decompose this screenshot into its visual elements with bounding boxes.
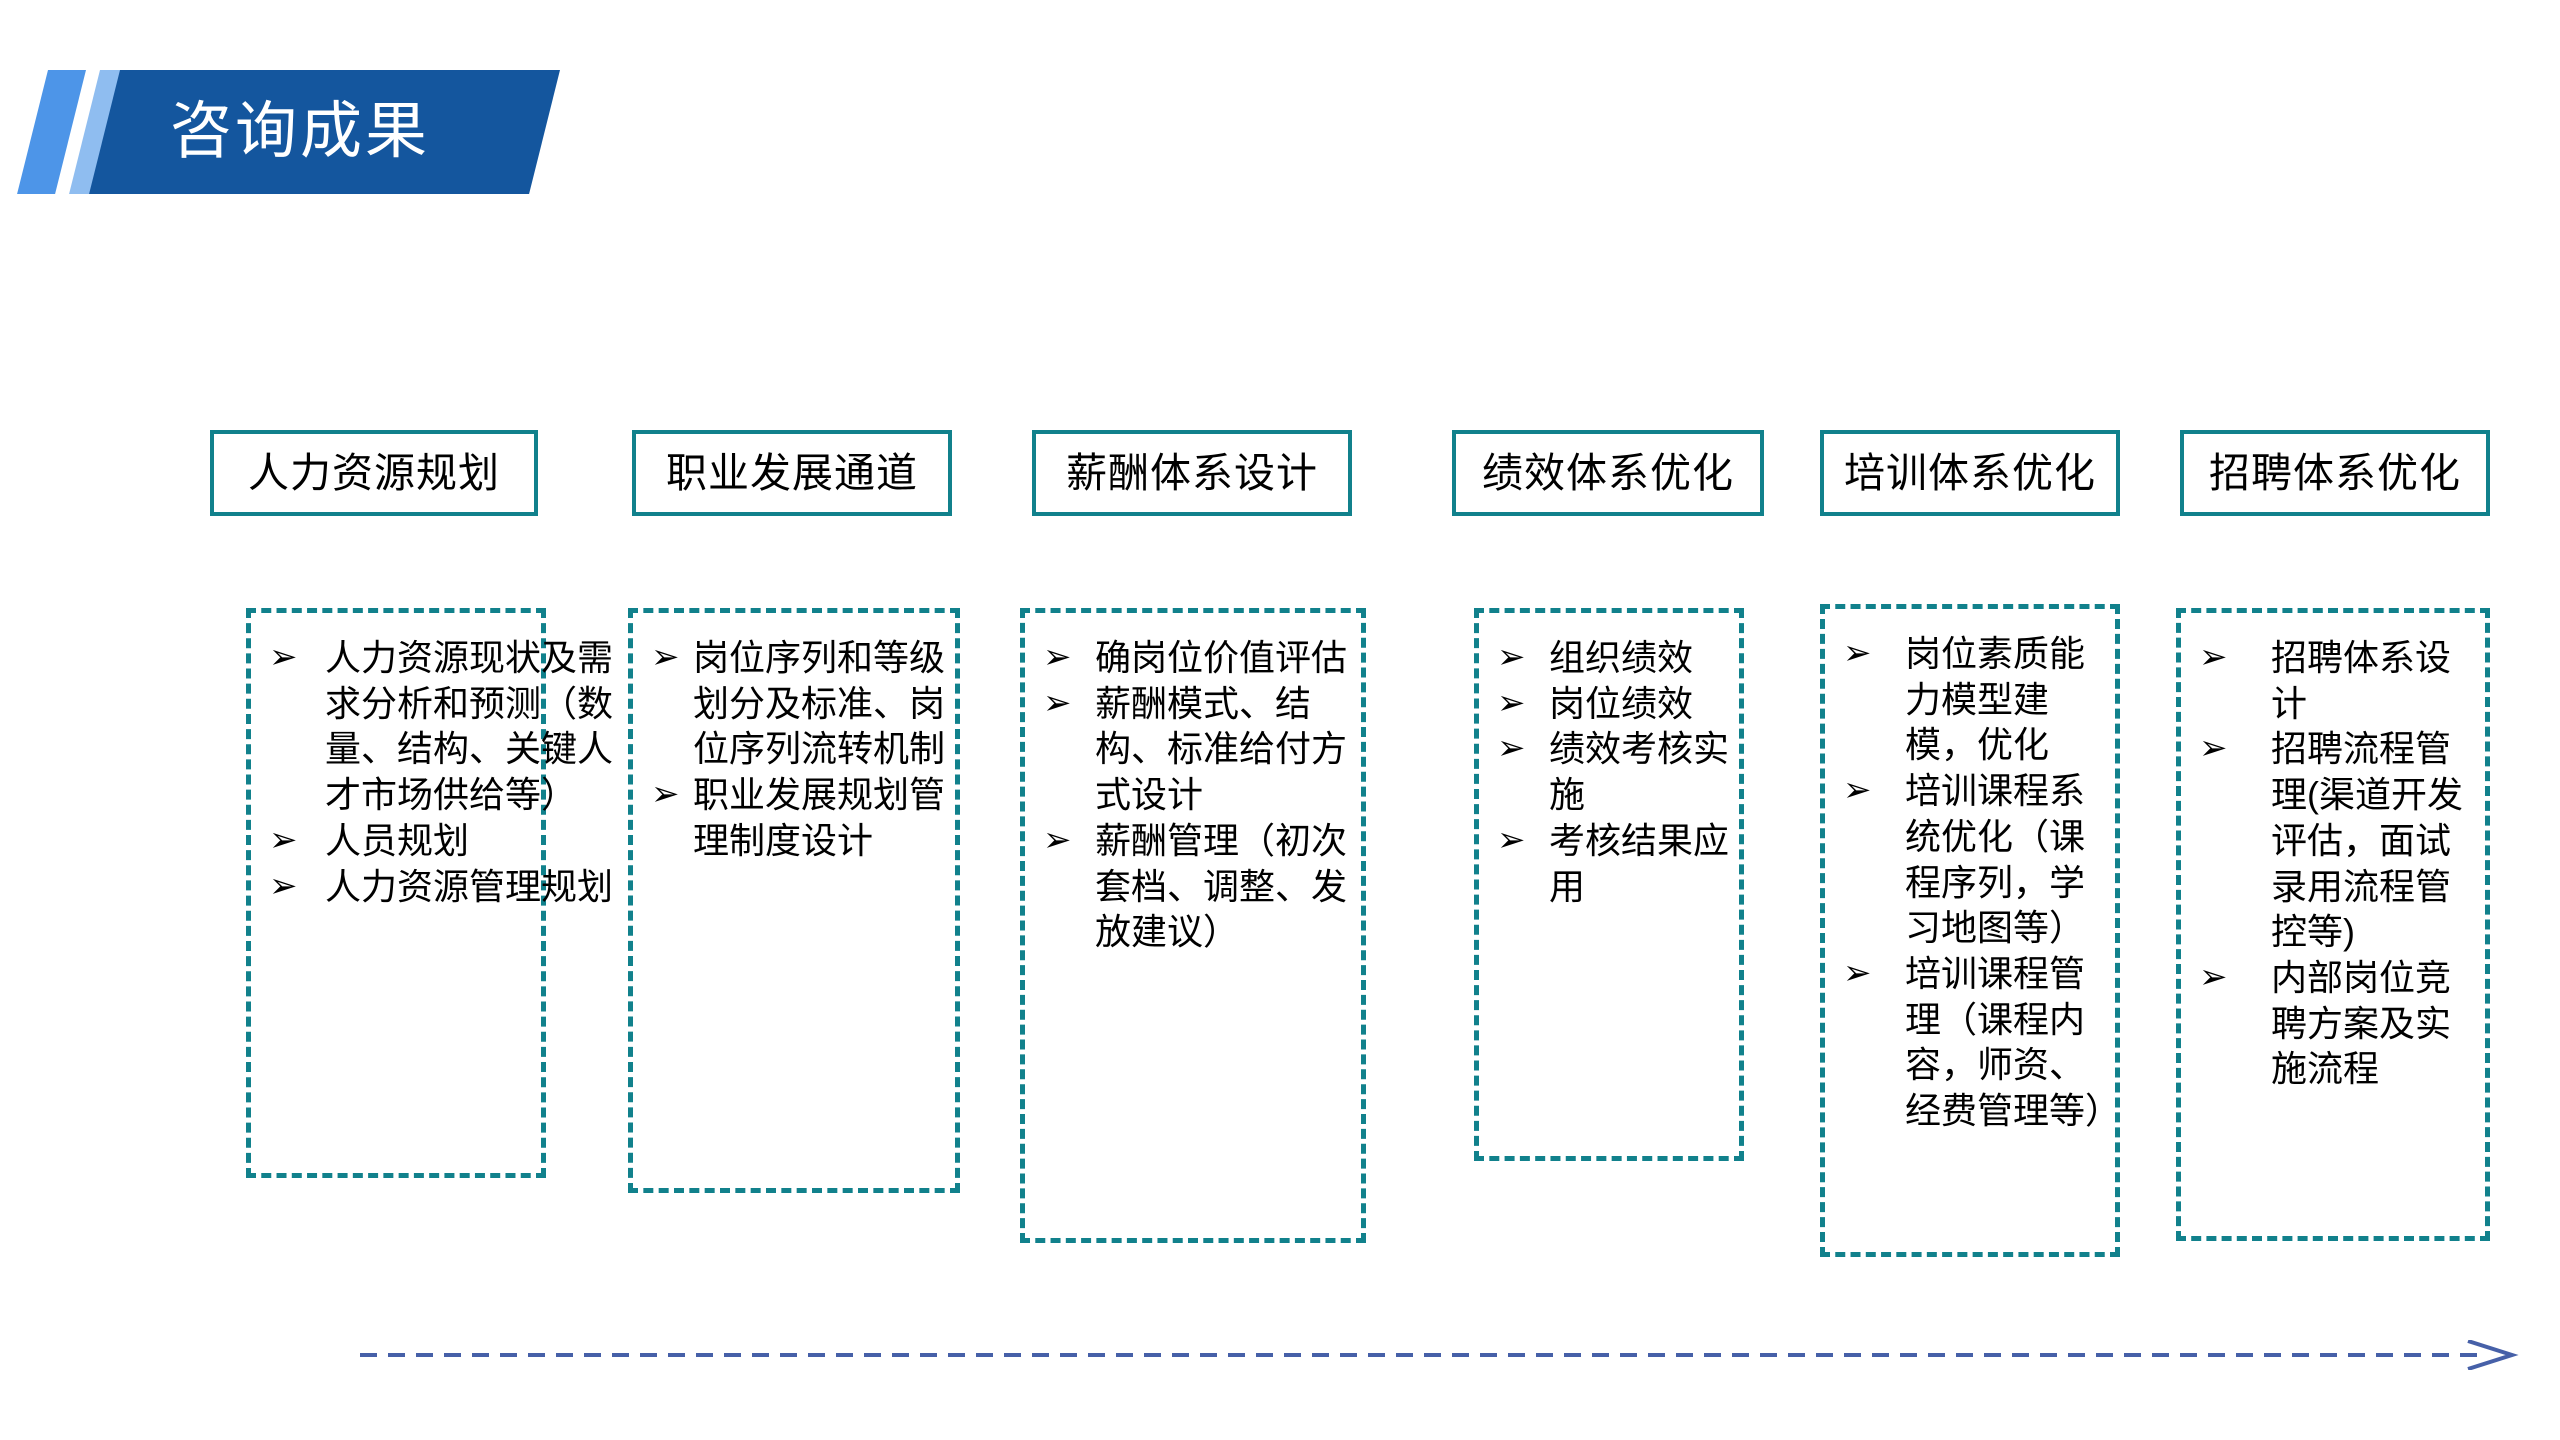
list-item: ➢ 岗位素质能力模型建模，优化	[1829, 631, 2111, 768]
list-item: ➢ 绩效考核实施	[1483, 726, 1735, 817]
arrow-bullet-icon: ➢	[651, 638, 680, 676]
list-item: ➢ 培训课程系统优化（课程序列，学习地图等）	[1829, 768, 2111, 951]
arrow-bullet-icon: ➢	[1043, 820, 1072, 859]
page-title: 咨询成果	[170, 97, 431, 166]
column-header: 薪酬体系设计	[1032, 430, 1352, 516]
arrow-bullet-icon: ➢	[2199, 729, 2228, 768]
list-item-label: 人员规划	[325, 819, 470, 861]
list-item: ➢ 岗位绩效	[1483, 681, 1735, 727]
bullet-list: ➢ 确岗位价值评估 ➢ 薪酬模式、结构、标准给付方式设计 ➢ 薪酬管理（初次套档、调整…	[1029, 635, 1357, 955]
column-body: ➢ 确岗位价值评估 ➢ 薪酬模式、结构、标准给付方式设计 ➢ 薪酬管理（初次套档、调整…	[1020, 608, 1366, 1243]
column-header: 人力资源规划	[210, 430, 538, 516]
list-item-label: 岗位序列和等级划分及标准、岗位序列流转机制	[693, 637, 946, 770]
arrow-bullet-icon: ➢	[1497, 820, 1526, 859]
arrow-bullet-icon: ➢	[269, 866, 298, 905]
bullet-list: ➢ 岗位素质能力模型建模，优化 ➢ 培训课程系统优化（课程序列，学习地图等） ➢ 培训…	[1829, 631, 2121, 1134]
list-item: ➢ 人员规划	[255, 818, 625, 864]
arrow-bullet-icon: ➢	[651, 775, 680, 814]
list-item-label: 招聘流程管理(渠道开发评估，面试录用流程管控等)	[2271, 728, 2463, 953]
list-item-label: 组织绩效	[1549, 637, 1694, 678]
column-header: 绩效体系优化	[1452, 430, 1764, 516]
arrow-bullet-icon: ➢	[1043, 683, 1072, 722]
column-career-development-path: 职业发展通道 ➢ 岗位序列和等级划分及标准、岗位序列流转机制 ➢ 职业发展规划管理制…	[628, 430, 960, 1193]
list-item-label: 人力资源管理规划	[325, 865, 614, 907]
list-item: ➢ 考核结果应用	[1483, 818, 1735, 909]
arrow-bullet-icon: ➢	[1843, 954, 1872, 993]
list-item: ➢ 培训课程管理（课程内容，师资、经费管理等）	[1829, 951, 2121, 1134]
list-item-label: 职业发展规划管理制度设计	[693, 774, 946, 861]
list-item-label: 薪酬模式、结构、标准给付方式设计	[1095, 682, 1348, 816]
list-item-label: 确岗位价值评估	[1095, 637, 1348, 678]
list-item: ➢ 招聘流程管理(渠道开发评估，面试录用流程管控等)	[2185, 726, 2481, 955]
list-item: ➢ 薪酬模式、结构、标准给付方式设计	[1029, 681, 1357, 818]
arrow-bullet-icon: ➢	[1497, 638, 1526, 676]
arrow-bullet-icon: ➢	[1843, 634, 1872, 672]
list-item-label: 培训课程管理（课程内容，师资、经费管理等）	[1905, 953, 2122, 1132]
column-body: ➢ 岗位素质能力模型建模，优化 ➢ 培训课程系统优化（课程序列，学习地图等） ➢ 培训…	[1820, 604, 2121, 1257]
arrow-bullet-icon: ➢	[269, 638, 298, 676]
arrow-bullet-icon: ➢	[2199, 638, 2228, 676]
arrow-bullet-icon: ➢	[1843, 771, 1872, 810]
list-item-label: 招聘体系设计	[2271, 637, 2452, 724]
list-item: ➢ 岗位序列和等级划分及标准、岗位序列流转机制	[637, 635, 951, 772]
list-item: ➢ 内部岗位竞聘方案及实施流程	[2185, 955, 2481, 1092]
progress-arrow-right-icon	[360, 1340, 2519, 1370]
column-body: ➢ 岗位序列和等级划分及标准、岗位序列流转机制 ➢ 职业发展规划管理制度设计	[628, 608, 960, 1193]
arrow-bullet-icon: ➢	[1497, 683, 1526, 722]
column-body: ➢ 招聘体系设计 ➢ 招聘流程管理(渠道开发评估，面试录用流程管控等) ➢ 内部岗位竞…	[2176, 608, 2490, 1241]
bullet-list: ➢ 组织绩效 ➢ 岗位绩效 ➢ 绩效考核实施 ➢ 考核结果应用	[1483, 635, 1735, 909]
list-item: ➢ 组织绩效	[1483, 635, 1735, 681]
list-item-label: 考核结果应用	[1549, 819, 1730, 907]
list-item-label: 薪酬管理（初次套档、调整、发放建议）	[1095, 819, 1348, 953]
list-item: ➢ 招聘体系设计	[2185, 635, 2481, 726]
list-item: ➢ 确岗位价值评估	[1029, 635, 1357, 681]
column-header: 培训体系优化	[1820, 430, 2120, 516]
column-body: ➢ 组织绩效 ➢ 岗位绩效 ➢ 绩效考核实施 ➢ 考核结果应用	[1474, 608, 1744, 1161]
arrow-bullet-icon: ➢	[2199, 958, 2228, 997]
column-performance-system-optimization: 绩效体系优化 ➢ 组织绩效 ➢ 岗位绩效 ➢ 绩效考核实施 ➢ 考核结果应用	[1452, 430, 1764, 1161]
bullet-list: ➢ 人力资源现状及需求分析和预测（数量、结构、关键人才市场供给等） ➢ 人员规划 ➢…	[255, 635, 613, 909]
list-item-label: 绩效考核实施	[1549, 728, 1730, 816]
list-item: ➢ 薪酬管理（初次套档、调整、发放建议）	[1029, 818, 1357, 955]
list-item-label: 内部岗位竞聘方案及实施流程	[2271, 957, 2452, 1090]
bullet-list: ➢ 招聘体系设计 ➢ 招聘流程管理(渠道开发评估，面试录用流程管控等) ➢ 内部岗位竞…	[2185, 635, 2481, 1092]
bullet-list: ➢ 岗位序列和等级划分及标准、岗位序列流转机制 ➢ 职业发展规划管理制度设计	[637, 635, 951, 864]
list-item: ➢ 职业发展规划管理制度设计	[637, 772, 951, 863]
column-header: 招聘体系优化	[2180, 430, 2490, 516]
column-recruitment-system-optimization: 招聘体系优化 ➢ 招聘体系设计 ➢ 招聘流程管理(渠道开发评估，面试录用流程管控等)…	[2176, 430, 2490, 1241]
column-human-resource-planning: 人力资源规划 ➢ 人力资源现状及需求分析和预测（数量、结构、关键人才市场供给等） …	[210, 430, 613, 1178]
arrow-bullet-icon: ➢	[1497, 729, 1526, 768]
list-item-label: 岗位绩效	[1549, 682, 1694, 724]
title-banner: 咨询成果	[0, 0, 700, 210]
arrow-bullet-icon: ➢	[269, 820, 298, 859]
list-item: ➢ 人力资源现状及需求分析和预测（数量、结构、关键人才市场供给等）	[255, 635, 625, 818]
arrow-bullet-icon: ➢	[1043, 638, 1072, 676]
column-training-system-optimization: 培训体系优化 ➢ 岗位素质能力模型建模，优化 ➢ 培训课程系统优化（课程序列，学习地…	[1820, 430, 2121, 1257]
column-compensation-system-design: 薪酬体系设计 ➢ 确岗位价值评估 ➢ 薪酬模式、结构、标准给付方式设计 ➢ 薪酬管理（…	[1020, 430, 1366, 1243]
list-item-label: 岗位素质能力模型建模，优化	[1905, 633, 2086, 766]
list-item-label: 培训课程系统优化（课程序列，学习地图等）	[1905, 770, 2086, 949]
column-body: ➢ 人力资源现状及需求分析和预测（数量、结构、关键人才市场供给等） ➢ 人员规划 ➢…	[246, 608, 613, 1178]
list-item: ➢ 人力资源管理规划	[255, 864, 625, 910]
column-header: 职业发展通道	[632, 430, 952, 516]
list-item-label: 人力资源现状及需求分析和预测（数量、结构、关键人才市场供给等）	[325, 637, 614, 816]
